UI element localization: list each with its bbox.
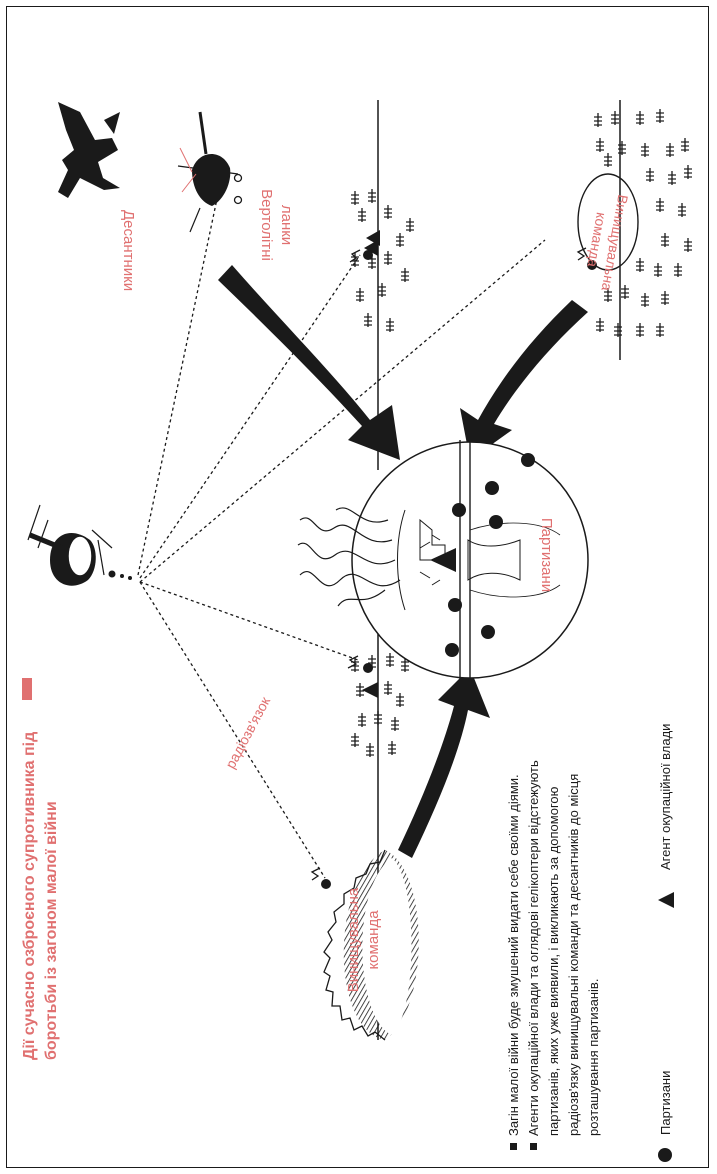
helicopter-icon (177, 111, 243, 233)
note-bullet-2 (530, 1143, 537, 1150)
label-squad-right: Винищувальна команда (584, 194, 631, 293)
radio-links (137, 174, 546, 879)
agent-marker-upper (364, 240, 378, 256)
label-squad-left-line1: Винищувальна (345, 887, 362, 992)
squad-zone-left (323, 849, 419, 1041)
title-line1: Дії сучасно озброєного супротивника під (21, 732, 38, 1060)
label-paratroopers: Десантники (120, 210, 137, 291)
forest-lower (350, 652, 410, 758)
attack-arrows (218, 265, 588, 858)
partisan-dot-upper (363, 250, 373, 260)
partisan-camp (351, 440, 589, 680)
title: Дії сучасно озброєного супротивника під … (21, 678, 60, 1060)
note-line-2: Агенти окупаційної влади та оглядові гел… (526, 760, 541, 1136)
smoke (297, 507, 401, 607)
plane-icon (58, 102, 120, 198)
note-line-1: Загін малої війни буде змушений видати с… (506, 774, 521, 1136)
legend-agent-triangle (658, 892, 674, 908)
squad-zone-right (577, 173, 639, 271)
label-squad-left: Винищувальна команда (345, 887, 382, 992)
title-mark (22, 678, 32, 700)
label-squad-left-line2: команда (365, 910, 382, 970)
note-line-4: радіозв'язку винищувальні команди та дес… (566, 774, 581, 1136)
note-line-3: партизанів, яких уже виявили, і викликаю… (546, 786, 561, 1136)
label-helicopter-line1: Вертолітні (258, 189, 275, 261)
legend-partisans-label: Партизани (658, 1071, 673, 1135)
note-bullet-1 (510, 1143, 517, 1150)
agent-triangle-lower (362, 682, 378, 698)
radio-bolt-upper (349, 249, 361, 263)
label-partisans: Партизани (538, 518, 555, 592)
partisan-dot-lower (363, 663, 373, 673)
radio-bolt-left (310, 867, 321, 881)
title-line2: боротьби із загоном малої війни (43, 801, 60, 1060)
radio-bolt-lower (347, 655, 359, 669)
observation-helicopter-icon (27, 504, 132, 586)
legend: Партизани Агент окупаційної влади (658, 724, 674, 1162)
label-radio: радіозв'язок (222, 693, 274, 771)
label-helicopter: Вертолітні ланки (258, 189, 295, 261)
legend-partisan-dot (658, 1148, 672, 1162)
forest-upper (350, 188, 415, 333)
label-helicopter-line2: ланки (278, 205, 295, 245)
radio-bolt-right (576, 247, 587, 261)
agent-triangle-upper (366, 230, 380, 246)
legend-agent-label: Агент окупаційної влади (658, 724, 673, 870)
notes: Загін малої війни буде змушений видати с… (506, 760, 601, 1150)
squad-right-dot (587, 260, 597, 270)
note-line-5: розташування партизанів. (586, 979, 601, 1136)
squad-left-dot (321, 879, 331, 889)
page-frame (6, 6, 709, 1168)
